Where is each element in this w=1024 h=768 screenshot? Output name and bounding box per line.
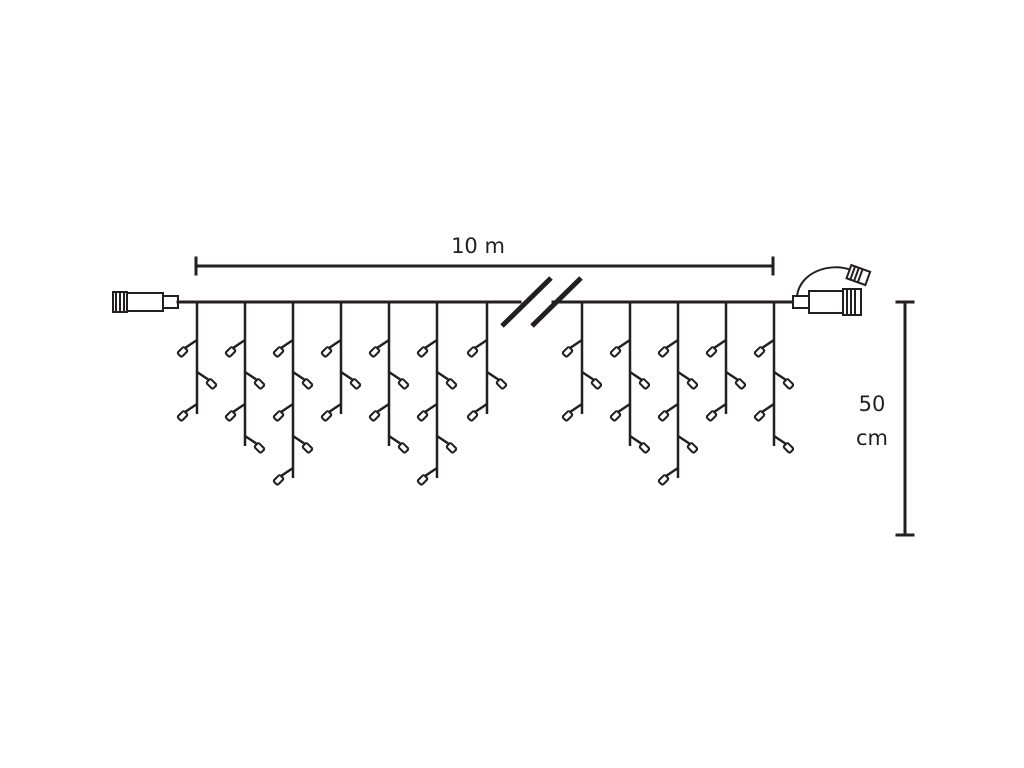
input-plug-icon bbox=[112, 291, 179, 313]
led-bulb-icon bbox=[272, 402, 294, 422]
led-bulb-icon bbox=[436, 434, 458, 454]
drop-unit-label: cm bbox=[856, 426, 888, 450]
led-bulb-icon bbox=[466, 402, 488, 422]
led-bulb-icon bbox=[581, 370, 603, 390]
led-bulb-icon bbox=[773, 434, 795, 454]
led-bulb-icon bbox=[388, 434, 410, 454]
icicle-strand bbox=[609, 302, 651, 454]
icicle-strand bbox=[416, 302, 458, 486]
length-dimension: 10 m bbox=[194, 234, 775, 276]
led-bulb-icon bbox=[677, 434, 699, 454]
led-bulb-icon bbox=[388, 370, 410, 390]
led-bulb-icon bbox=[416, 402, 438, 422]
break-symbol bbox=[500, 276, 583, 328]
icicle-strand bbox=[320, 302, 362, 422]
led-bulb-icon bbox=[244, 434, 266, 454]
led-bulb-icon bbox=[244, 370, 266, 390]
drop-dimension: 50 cm bbox=[856, 300, 915, 537]
led-bulb-icon bbox=[196, 370, 218, 390]
led-bulb-icon bbox=[629, 370, 651, 390]
led-bulb-icon bbox=[436, 370, 458, 390]
led-bulb-icon bbox=[657, 402, 679, 422]
led-bulb-icon bbox=[725, 370, 747, 390]
led-bulb-icon bbox=[272, 338, 294, 358]
led-bulb-icon bbox=[609, 338, 631, 358]
length-label: 10 m bbox=[451, 234, 505, 258]
led-bulb-icon bbox=[486, 370, 508, 390]
led-bulb-icon bbox=[292, 434, 314, 454]
led-bulb-icon bbox=[609, 402, 631, 422]
icicle-strand bbox=[561, 302, 603, 422]
led-bulb-icon bbox=[292, 370, 314, 390]
led-bulb-icon bbox=[753, 338, 775, 358]
led-bulb-icon bbox=[368, 338, 390, 358]
led-bulb-icon bbox=[657, 466, 679, 486]
led-bulb-icon bbox=[368, 402, 390, 422]
led-bulb-icon bbox=[705, 338, 727, 358]
led-bulb-icon bbox=[224, 402, 246, 422]
icicle-strands bbox=[176, 302, 795, 486]
led-bulb-icon bbox=[753, 402, 775, 422]
led-bulb-icon bbox=[416, 466, 438, 486]
icicle-strand bbox=[176, 302, 218, 422]
led-bulb-icon bbox=[705, 402, 727, 422]
led-bulb-icon bbox=[340, 370, 362, 390]
icicle-strand bbox=[657, 302, 699, 486]
led-bulb-icon bbox=[466, 338, 488, 358]
led-bulb-icon bbox=[272, 466, 294, 486]
led-bulb-icon bbox=[320, 402, 342, 422]
led-bulb-icon bbox=[561, 402, 583, 422]
led-bulb-icon bbox=[176, 338, 198, 358]
icicle-strand bbox=[753, 302, 795, 454]
output-connector-icon bbox=[792, 263, 872, 316]
led-bulb-icon bbox=[224, 338, 246, 358]
led-bulb-icon bbox=[176, 402, 198, 422]
icicle-strand bbox=[368, 302, 410, 454]
led-bulb-icon bbox=[657, 338, 679, 358]
icicle-strand bbox=[466, 302, 508, 422]
led-bulb-icon bbox=[677, 370, 699, 390]
led-bulb-icon bbox=[629, 434, 651, 454]
led-bulb-icon bbox=[416, 338, 438, 358]
led-bulb-icon bbox=[561, 338, 583, 358]
icicle-strand bbox=[272, 302, 314, 486]
icicle-strand bbox=[705, 302, 747, 422]
icicle-strand bbox=[224, 302, 266, 454]
led-bulb-icon bbox=[773, 370, 795, 390]
led-bulb-icon bbox=[320, 338, 342, 358]
drop-value-label: 50 bbox=[859, 392, 886, 416]
